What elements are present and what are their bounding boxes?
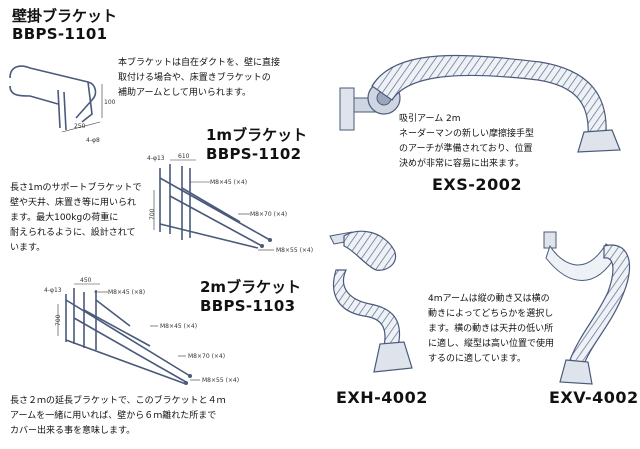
bracket-1103-description: 長さ２ｍの延長ブラケットで、このブラケットと４ｍ アームを一緒に用いれば、壁から… <box>10 396 226 436</box>
bracket-1103-dim-m8x70: M8×70 (×4) <box>188 353 225 360</box>
bracket-1101-dim-100: 100 <box>104 99 116 106</box>
bracket-1101-model: BBPS-1101 <box>12 25 108 43</box>
bracket-1103-title: 2mブラケット <box>200 278 302 296</box>
bracket-1101-dim-250: 250 <box>74 123 86 130</box>
exh-4002-description: 4mアームは縦の動き又は横の 動きによってどちらかを選択し ます。横の動きは天井… <box>428 294 555 364</box>
bracket-1101-drawing: 250 100 4-φ8 <box>9 65 116 144</box>
bracket-1103-model: BBPS-1103 <box>200 297 296 315</box>
bracket-1103-dim-450: 450 <box>80 277 92 284</box>
bracket-1103-drawing <box>65 288 191 385</box>
bracket-1103-dim-700: 700 <box>55 314 62 326</box>
bracket-1103-dim-m8x55: M8×55 (×4) <box>202 377 239 384</box>
bracket-1102-title: 1mブラケット <box>206 126 308 144</box>
bracket-1102-model: BBPS-1102 <box>206 145 302 163</box>
bracket-1102-dim-m8x55: M8×55 (×4) <box>276 247 313 254</box>
bracket-1102-dim-holes: 4-φ13 <box>147 155 165 162</box>
bracket-1102-dim-m8x45: M8×45 (×4) <box>210 179 247 186</box>
bracket-1102-description: 長さ1mのサポートブラケットで 壁や天井、床置き等に用いられ ます。最大100k… <box>10 183 142 253</box>
exs-2002-description: 吸引アーム 2m ネーダーマンの新しい摩擦接手型 のアーチが準備されており、位置… <box>399 114 535 169</box>
bracket-1101-dim-holes: 4-φ8 <box>86 137 100 144</box>
bracket-1102-dim-700: 700 <box>149 208 156 220</box>
exs-2002-model: EXS-2002 <box>432 175 522 194</box>
bracket-1103-dim-m8x45x4: M8×45 (×4) <box>160 323 197 330</box>
bracket-1103-dim-m8x45x8: M8×45 (×8) <box>108 289 145 296</box>
exh-4002-model: EXH-4002 <box>336 388 428 407</box>
bracket-1101-description: 本ブラケットは自在ダクトを、壁に直接 取付ける場合や、床置きブラケットの 補助ア… <box>118 58 281 98</box>
exv-4002-model: EXV-4002 <box>549 388 639 407</box>
bracket-1102-dim-610: 610 <box>178 153 190 160</box>
bracket-1102-dim-m8x70: M8×70 (×4) <box>250 211 287 218</box>
bracket-1101-title: 壁掛ブラケット <box>12 7 118 25</box>
bracket-1103-dim-holes: 4-φ13 <box>44 287 62 294</box>
